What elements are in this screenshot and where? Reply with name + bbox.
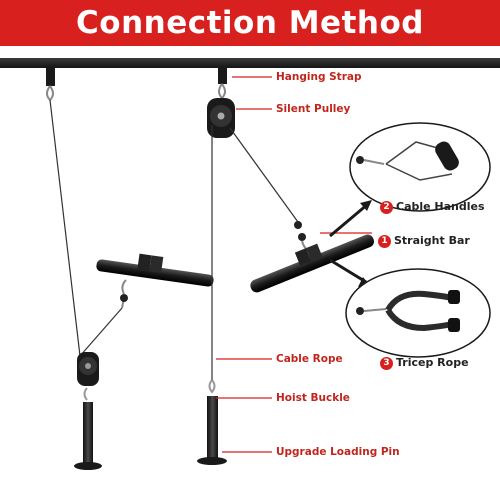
number-badge: 2 (380, 200, 393, 214)
label-pointers (216, 76, 372, 453)
left-straight-bar (96, 253, 214, 287)
label-hoist-buckle: Hoist Buckle (276, 392, 350, 404)
arrow-up-icon (329, 200, 372, 238)
label-upgrade-loading-pin: Upgrade Loading Pin (276, 446, 400, 458)
tricep-rope-icon (345, 268, 491, 358)
banner-title: Connection Method (76, 5, 424, 41)
left-pulley-icon (77, 352, 99, 386)
left-assembly (46, 66, 214, 470)
left-hook-icon (46, 85, 54, 102)
right-hanging-strap (218, 66, 227, 84)
left-cable (49, 99, 81, 357)
number-badge: 1 (378, 234, 391, 248)
arrow-down-icon (329, 258, 370, 287)
hoist-buckle-icon (208, 379, 216, 394)
ceiling-beam (0, 58, 500, 68)
right-assembly (197, 66, 375, 465)
cable-handles-icon (349, 122, 491, 212)
right-straight-bar (250, 234, 375, 293)
label-cable-rope: Cable Rope (276, 353, 343, 365)
left-hanging-strap (46, 66, 55, 86)
left-loading-pin (83, 402, 93, 466)
number-badge: 3 (380, 356, 393, 370)
right-loading-pin (207, 396, 218, 460)
tricep-rope-text: Tricep Rope (396, 356, 469, 369)
label-hanging-strap: Hanging Strap (276, 71, 362, 83)
right-pulley-icon (207, 98, 235, 138)
straight-bar-text: Straight Bar (394, 234, 470, 247)
title-banner (0, 0, 500, 46)
label-silent-pulley: Silent Pulley (276, 103, 351, 115)
left-bead-icon (120, 294, 128, 302)
cable-handles-text: Cable Handles (396, 200, 485, 213)
